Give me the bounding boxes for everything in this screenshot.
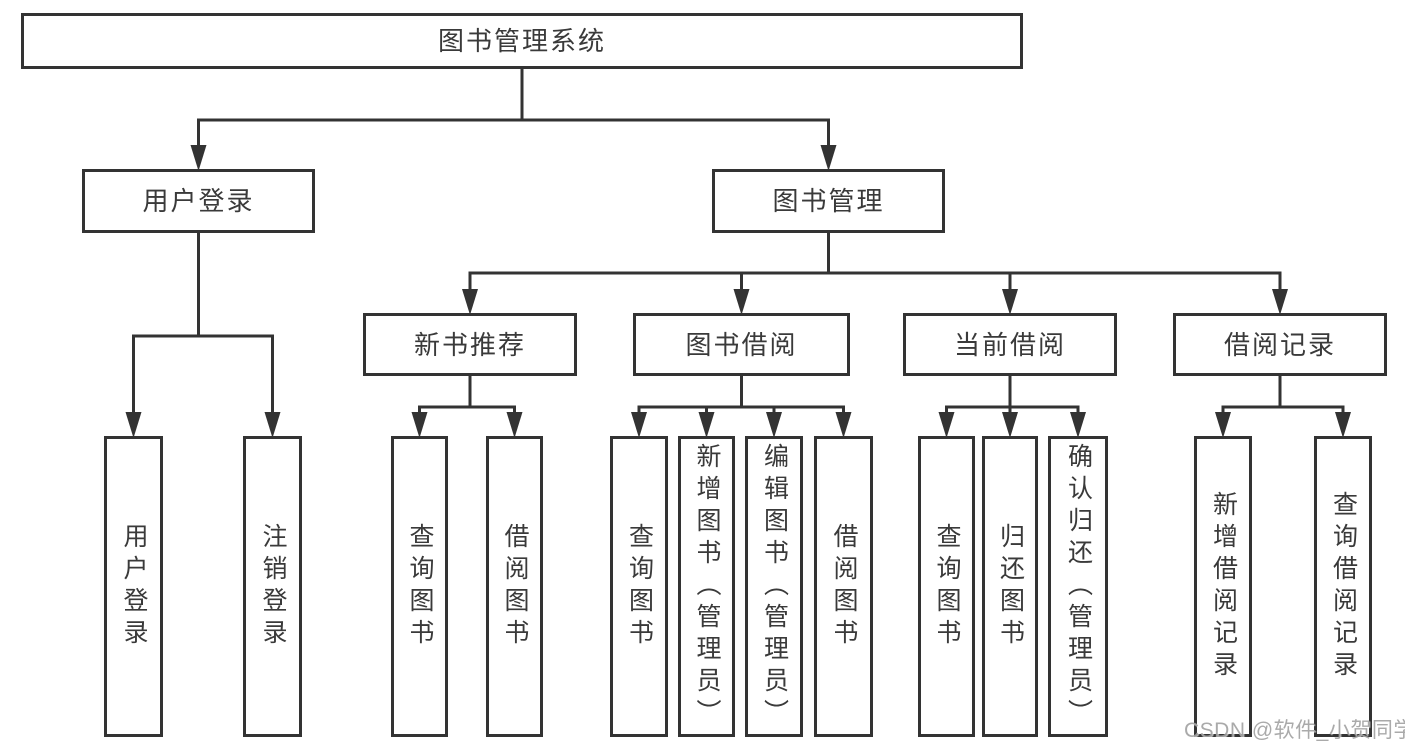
node-borrow-records: 借阅记录 <box>1173 313 1387 376</box>
node-label-current-borrow: 当前借阅 <box>953 329 1066 360</box>
node-current-borrow: 当前借阅 <box>903 313 1117 376</box>
node-user-login: 用户登录 <box>82 169 315 233</box>
node-label-leaf-logout: 注销登录 <box>259 522 287 651</box>
node-label-leaf-add-borrow-record: 新增借阅记录 <box>1209 490 1238 683</box>
node-label-root: 图书管理系统 <box>437 26 606 56</box>
node-leaf-add-borrow-record: 新增借阅记录 <box>1194 436 1252 737</box>
node-label-leaf-query-book-3: 查询图书 <box>933 522 961 651</box>
node-label-leaf-query-book-1: 查询图书 <box>406 522 434 651</box>
node-label-leaf-borrow-book-2: 借阅图书 <box>830 522 858 651</box>
node-label-new-book-rec: 新书推荐 <box>413 329 526 360</box>
node-leaf-query-borrow-record: 查询借阅记录 <box>1314 436 1372 737</box>
node-label-leaf-query-borrow-record: 查询借阅记录 <box>1329 490 1358 683</box>
node-leaf-query-book-1: 查询图书 <box>391 436 448 737</box>
node-root: 图书管理系统 <box>21 13 1023 69</box>
node-label-user-login: 用户登录 <box>142 186 255 216</box>
node-label-leaf-confirm-return: 确认归还（管理员） <box>1064 442 1093 731</box>
node-label-book-borrow: 图书借阅 <box>685 329 798 360</box>
csdn-watermark: CSDN @软件_小贺同学 <box>1184 719 1405 742</box>
node-book-borrow: 图书借阅 <box>633 313 850 376</box>
node-leaf-logout: 注销登录 <box>243 436 302 737</box>
node-label-leaf-edit-book: 编辑图书（管理员） <box>760 442 789 731</box>
node-leaf-edit-book: 编辑图书（管理员） <box>745 436 803 737</box>
node-label-borrow-records: 借阅记录 <box>1223 329 1336 360</box>
node-leaf-borrow-book-2: 借阅图书 <box>814 436 873 737</box>
node-leaf-borrow-book-1: 借阅图书 <box>486 436 543 737</box>
node-label-leaf-user-login: 用户登录 <box>120 522 148 651</box>
node-leaf-return-book: 归还图书 <box>982 436 1038 737</box>
node-label-book-mgmt: 图书管理 <box>772 186 885 216</box>
node-label-leaf-add-book: 新增图书（管理员） <box>693 442 721 731</box>
node-book-mgmt: 图书管理 <box>712 169 945 233</box>
node-leaf-user-login: 用户登录 <box>104 436 163 737</box>
node-leaf-confirm-return: 确认归还（管理员） <box>1048 436 1108 737</box>
node-label-leaf-borrow-book-1: 借阅图书 <box>501 522 529 651</box>
node-label-leaf-return-book: 归还图书 <box>996 522 1025 651</box>
node-leaf-query-book-3: 查询图书 <box>918 436 975 737</box>
node-new-book-rec: 新书推荐 <box>363 313 577 376</box>
node-label-leaf-query-book-2: 查询图书 <box>625 522 654 651</box>
node-leaf-add-book: 新增图书（管理员） <box>678 436 735 737</box>
node-leaf-query-book-2: 查询图书 <box>610 436 668 737</box>
